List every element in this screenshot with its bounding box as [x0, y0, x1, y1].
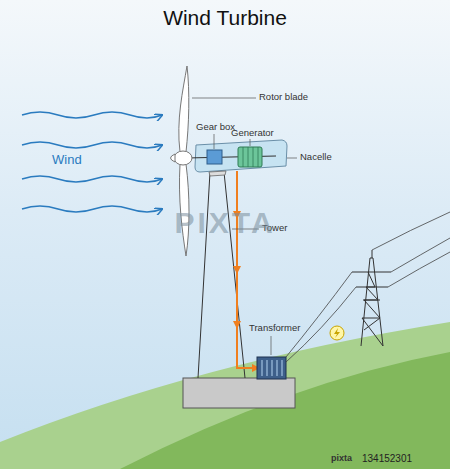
nacelle-part	[209, 171, 226, 176]
wind-label: Wind	[52, 153, 82, 168]
power-lines-part	[372, 212, 450, 250]
nacelle-part-part	[243, 147, 244, 167]
leader-lines-part	[250, 139, 251, 146]
rotor-part	[171, 154, 176, 162]
hill-part	[120, 352, 450, 469]
pylon-part	[352, 272, 391, 300]
nacelle-part-part	[253, 147, 254, 167]
nacelle-part	[207, 150, 222, 164]
pylon-part	[362, 272, 383, 346]
wind-arrows	[22, 112, 162, 212]
watermark: pixta	[331, 453, 352, 463]
power-lines	[286, 212, 450, 362]
wind-arrows-part	[22, 112, 162, 118]
cable-arrows-part	[233, 321, 241, 329]
nacelle-part	[238, 147, 262, 167]
nacelle	[186, 140, 287, 176]
title: Wind Turbine	[163, 6, 287, 30]
watermark-number: 134152301	[362, 453, 412, 465]
foundation	[183, 378, 295, 408]
pylon-part	[372, 250, 373, 258]
foundation-part	[183, 378, 295, 408]
tower-part	[224, 172, 245, 378]
electricity-symbol	[330, 326, 344, 340]
pylon	[352, 250, 391, 346]
electricity-symbol-part	[334, 328, 340, 338]
transformer-part	[262, 360, 282, 376]
nacelle-part	[243, 147, 258, 167]
rotor-part	[179, 66, 189, 152]
part-label: Rotor blade	[259, 92, 308, 103]
watermark: PIXTA	[174, 206, 275, 241]
electricity-symbol-part	[330, 326, 344, 340]
nacelle-part-part	[248, 147, 249, 167]
power-cable	[237, 171, 256, 368]
part-label: Generator	[231, 128, 274, 139]
nacelle-part-part	[258, 147, 259, 167]
transformer-part-part	[271, 360, 272, 376]
wind-arrows-part	[22, 206, 162, 212]
transformer	[257, 357, 286, 379]
wind-arrows-part	[22, 142, 162, 148]
power-lines-part	[388, 252, 450, 287]
rotor-part	[174, 151, 192, 165]
leader-lines-part	[287, 158, 297, 159]
cable-arrows-part	[233, 266, 241, 274]
tower-part	[198, 172, 210, 378]
part-label: Gear box	[196, 122, 235, 133]
leader-lines-part	[192, 98, 256, 99]
transformer-part-part	[281, 360, 282, 376]
power-lines-part	[286, 272, 352, 357]
power-lines-part	[391, 238, 450, 272]
leader-lines-part	[271, 336, 272, 355]
pylon-part	[361, 258, 383, 346]
power-cable-part	[237, 171, 256, 368]
part-label: Transformer	[249, 323, 300, 334]
leader-lines-part	[214, 134, 215, 149]
transformer-part	[257, 357, 286, 379]
transformer-part-part	[266, 360, 267, 376]
transformer-part-part	[261, 360, 262, 376]
part-label: Nacelle	[300, 152, 332, 163]
wind-arrows-part	[22, 176, 162, 182]
transformer-part-part	[276, 360, 277, 376]
